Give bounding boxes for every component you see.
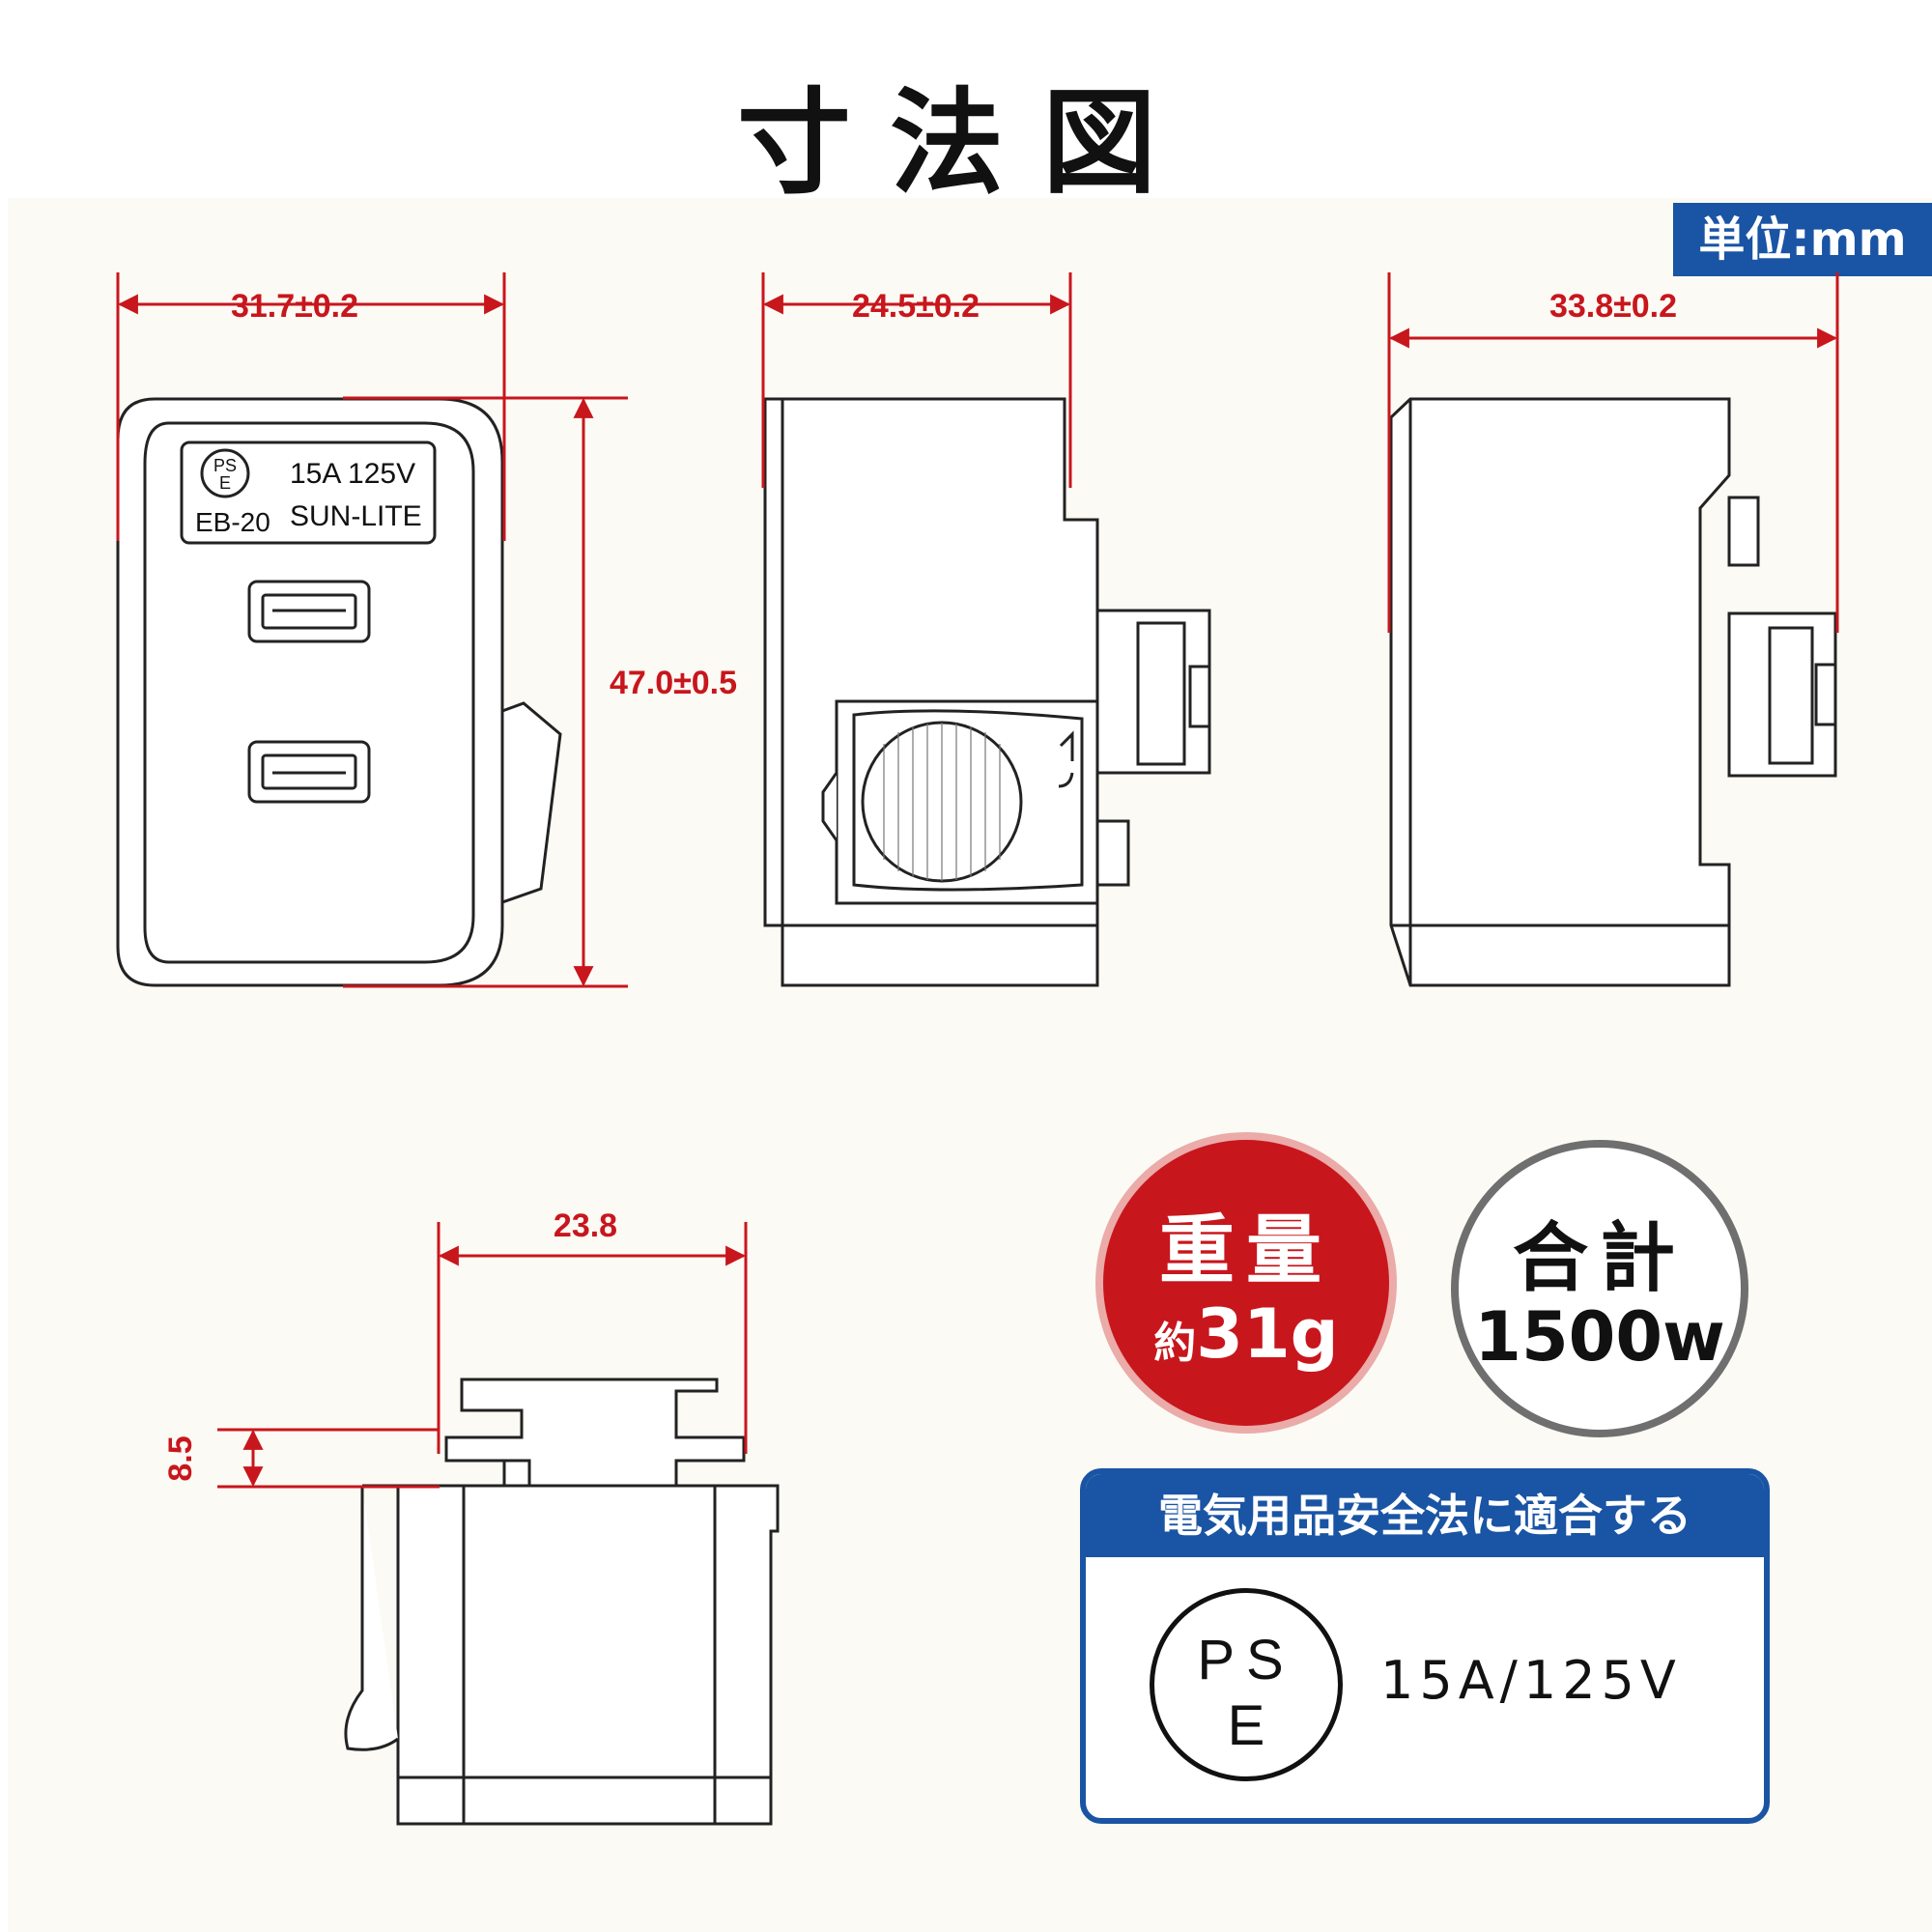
plate-pse-bottom: E [219, 473, 231, 493]
back-view [1389, 397, 1837, 987]
weight-value-line: 約31g [1103, 1294, 1389, 1374]
total-value: 1500w [1474, 1297, 1725, 1377]
plate-model: EB-20 [195, 507, 270, 537]
dim-plug-height: 8.5 [162, 1435, 199, 1481]
dim-back-width: 33.8±0.2 [1549, 288, 1677, 325]
plate-pse-top: PS [213, 456, 237, 475]
pse-mark-top: PS [1197, 1629, 1295, 1691]
dim-height: 47.0±0.5 [610, 665, 737, 701]
unit-badge: 単位:mm [1673, 203, 1932, 276]
pse-heading: 電気用品安全法に適合する [1086, 1474, 1764, 1557]
side-dial-ridges [883, 723, 1001, 881]
weight-value: 31g [1196, 1294, 1339, 1374]
total-label: 合計 [1512, 1215, 1687, 1302]
plate-rating: 15A 125V [290, 458, 415, 490]
weight-badge: 重量 約31g [1103, 1140, 1389, 1426]
side-view [763, 397, 1211, 987]
page-title: 寸法図 [736, 76, 1195, 210]
weight-prefix: 約 [1153, 1319, 1197, 1368]
pse-mark-icon: PS E [1150, 1588, 1343, 1781]
pse-compliance-box: 電気用品安全法に適合する PS E 15A/125V [1080, 1468, 1770, 1824]
pse-mark-bottom: E [1227, 1694, 1265, 1757]
front-view [116, 397, 562, 987]
dim-bottom-width: 23.8 [554, 1208, 617, 1244]
dim-front-width: 31.7±0.2 [231, 288, 358, 325]
pse-rating: 15A/125V [1380, 1650, 1682, 1711]
total-wattage-badge: 合計 1500w [1451, 1140, 1748, 1437]
weight-label: 重量 [1158, 1208, 1333, 1294]
plate-brand: SUN-LITE [290, 500, 422, 532]
bottom-view [344, 1378, 780, 1826]
dim-side-width: 24.5±0.2 [852, 288, 980, 325]
